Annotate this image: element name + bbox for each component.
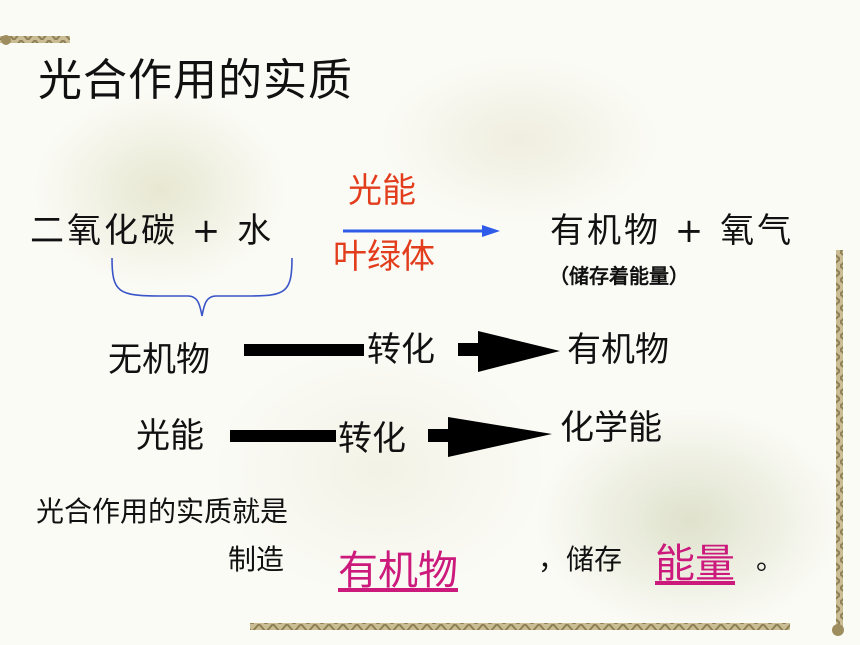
reactants: 二氧化碳 + 水 <box>30 211 275 251</box>
conclusion-end: 。 <box>756 543 785 576</box>
conclusion-line1: 光合作用的实质就是 <box>36 495 289 528</box>
blank-energy: 能量 <box>655 541 735 587</box>
condition-light: 光能 <box>348 171 416 211</box>
row2-arrow <box>230 417 552 457</box>
row1-verb: 转化 <box>367 330 435 370</box>
row2-to: 化学能 <box>560 408 662 448</box>
row2-verb: 转化 <box>338 419 406 459</box>
conclusion-middle: ，储存 <box>538 543 623 576</box>
reaction-arrow <box>343 225 500 237</box>
row1-to: 有机物 <box>567 330 669 370</box>
row1-from: 无机物 <box>108 340 210 380</box>
grouping-brace <box>111 257 293 317</box>
condition-chloroplast: 叶绿体 <box>333 237 435 277</box>
row1-arrow <box>244 331 560 372</box>
conclusion-prefix: 制造 <box>228 543 285 576</box>
products: 有机物 + 氧气 <box>550 211 795 251</box>
slide-title: 光合作用的实质 <box>38 55 353 106</box>
products-note: （储存着能量） <box>549 264 689 288</box>
blank-organic-matter: 有机物 <box>338 548 458 594</box>
row2-from: 光能 <box>136 416 204 456</box>
